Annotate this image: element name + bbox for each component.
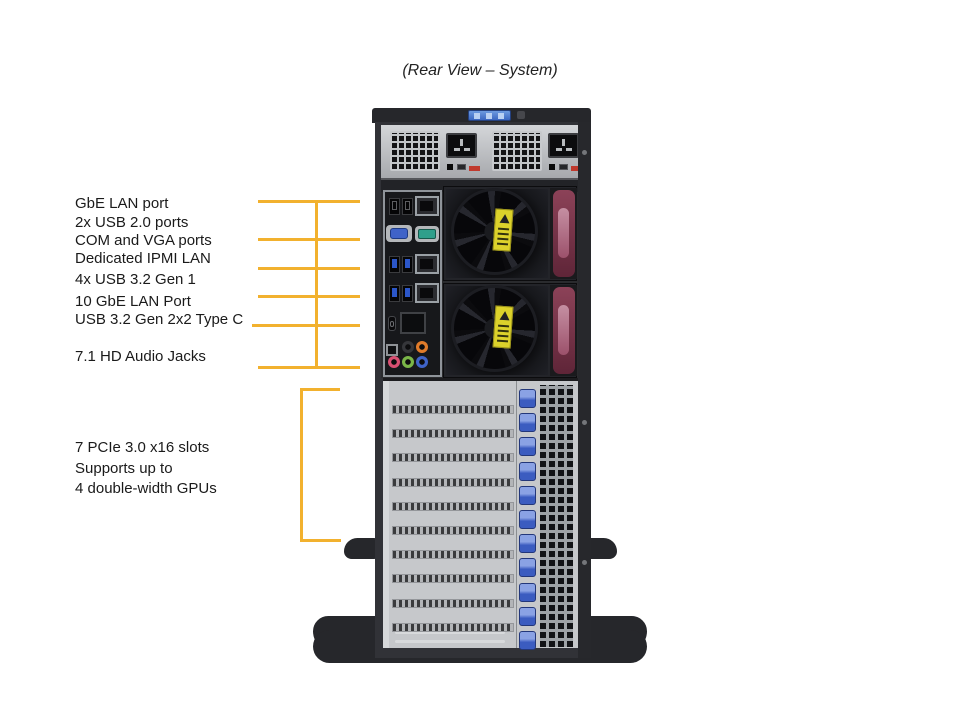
callout-label-audio: 7.1 HD Audio Jacks xyxy=(75,348,206,365)
pcie-groove xyxy=(395,631,505,634)
usb2-port-icon xyxy=(402,198,413,215)
pcie-slot-cover xyxy=(392,526,514,535)
rj45-lan-port-icon xyxy=(415,254,439,274)
pcie-slot-cover xyxy=(392,453,514,463)
fan-handle xyxy=(550,285,577,376)
callout-label-gbe-lan: GbE LAN port xyxy=(75,195,169,212)
audio-jack-black-icon xyxy=(402,341,414,353)
usb3-port-icon xyxy=(389,256,400,273)
pcie-retention-clip xyxy=(519,534,536,554)
callout-label-usb2: 2x USB 2.0 ports xyxy=(75,214,189,231)
audio-jack-green-icon xyxy=(402,356,414,368)
brand-badge xyxy=(468,110,511,121)
psu-led xyxy=(457,164,466,170)
usb2-port-icon xyxy=(389,198,400,215)
pcie-retention-clip xyxy=(519,413,536,433)
pcie-retention-clip xyxy=(519,510,536,529)
usb-c-port-icon xyxy=(388,316,396,331)
vga-port-icon xyxy=(386,225,412,242)
callout-line-3 xyxy=(258,267,360,270)
psu-warning-label xyxy=(571,166,582,171)
io-panel xyxy=(383,190,442,377)
ac-inlet-icon xyxy=(446,133,477,158)
pcie-retention-clip xyxy=(519,606,536,626)
psu-fan-grille-icon xyxy=(492,131,542,171)
usb3-port-icon xyxy=(402,256,413,273)
pcie-retention-clip xyxy=(519,558,536,578)
fan-module-bottom xyxy=(443,283,577,378)
pcie-groove xyxy=(395,640,505,643)
audio-jack-blue-icon xyxy=(416,356,428,368)
optical-spdif-icon xyxy=(386,344,398,356)
pcie-retention-clip xyxy=(519,437,536,457)
fan-warning-label xyxy=(492,305,514,349)
psu-fan-grille-icon xyxy=(390,131,440,171)
audio-jack-orange-icon xyxy=(416,341,428,353)
callout-line-2 xyxy=(258,238,360,241)
side-foot-left xyxy=(344,538,376,559)
callout-label-usb32: 4x USB 3.2 Gen 1 xyxy=(75,271,196,288)
thumbscrew-icon xyxy=(582,420,587,425)
callout-label-ipmi-lan: Dedicated IPMI LAN xyxy=(75,250,211,267)
psu-button xyxy=(549,164,555,170)
callout-line-1 xyxy=(258,200,360,203)
callout-label-pcie: 7 PCIe 3.0 x16 slots Supports up to 4 do… xyxy=(75,438,217,500)
pcie-retention-clip xyxy=(519,631,536,650)
psu-led xyxy=(559,164,568,170)
callout-label-com-vga: COM and VGA ports xyxy=(75,232,212,249)
psu-left xyxy=(383,127,483,178)
pcie-retention-clip xyxy=(519,582,536,602)
diagram-title: (Rear View – System) xyxy=(402,62,558,79)
ac-inlet-icon xyxy=(548,133,579,158)
rj45-lan-port-icon xyxy=(415,283,439,303)
callout-line-5 xyxy=(252,324,360,327)
fan-handle xyxy=(550,188,577,279)
rear-indicator xyxy=(517,111,525,119)
pcie-slot-area xyxy=(383,378,578,650)
audio-jack-pink-icon xyxy=(388,356,400,368)
pcie-slot-cover xyxy=(392,622,514,632)
callout-vertical-line xyxy=(315,200,318,369)
callout-line-6 xyxy=(258,366,360,369)
10gbe-lan-port-icon xyxy=(400,312,426,334)
callout-label-10gbe-lan: 10 GbE LAN Port xyxy=(75,293,191,310)
pcie-slot-cover xyxy=(392,501,514,511)
psu-right xyxy=(485,127,585,178)
com-port-icon xyxy=(415,226,439,242)
usb3-port-icon xyxy=(389,285,400,302)
pcie-slot-cover xyxy=(392,405,514,414)
side-foot-right xyxy=(585,538,617,559)
chassis-right-edge xyxy=(578,122,591,658)
pcie-line-3: 4 double-width GPUs xyxy=(75,480,217,497)
pcie-bracket-bottom xyxy=(300,539,341,542)
pcie-slot-cover xyxy=(392,574,514,584)
vent-grid-icon xyxy=(540,385,573,647)
pcie-slot-cover xyxy=(392,550,514,560)
fan-module-top xyxy=(443,186,577,281)
pcie-left-edge xyxy=(383,381,389,648)
thumbscrew-icon xyxy=(582,560,587,565)
pcie-slot-cover xyxy=(392,477,514,487)
pcie-seam xyxy=(516,381,517,648)
pcie-line-1: 7 PCIe 3.0 x16 slots xyxy=(75,439,210,456)
fan-warning-label xyxy=(492,208,514,252)
pcie-slot-cover xyxy=(392,429,514,439)
callout-label-usb-type-c: USB 3.2 Gen 2x2 Type C xyxy=(75,311,244,328)
callout-line-4 xyxy=(258,295,360,298)
pcie-retention-clip xyxy=(519,485,536,505)
pcie-line-2: Supports up to xyxy=(75,459,173,477)
usb3-port-icon xyxy=(402,285,413,302)
pcie-retention-clip xyxy=(519,461,536,481)
pcie-bracket-vertical xyxy=(300,388,303,542)
psu-button xyxy=(447,164,453,170)
pcie-slot-cover xyxy=(392,598,514,608)
psu-warning-label xyxy=(469,166,480,171)
thumbscrew-icon xyxy=(582,150,587,155)
pcie-retention-clip xyxy=(519,389,536,408)
pcie-bracket-top xyxy=(300,388,340,391)
rj45-lan-port-icon xyxy=(415,196,439,216)
